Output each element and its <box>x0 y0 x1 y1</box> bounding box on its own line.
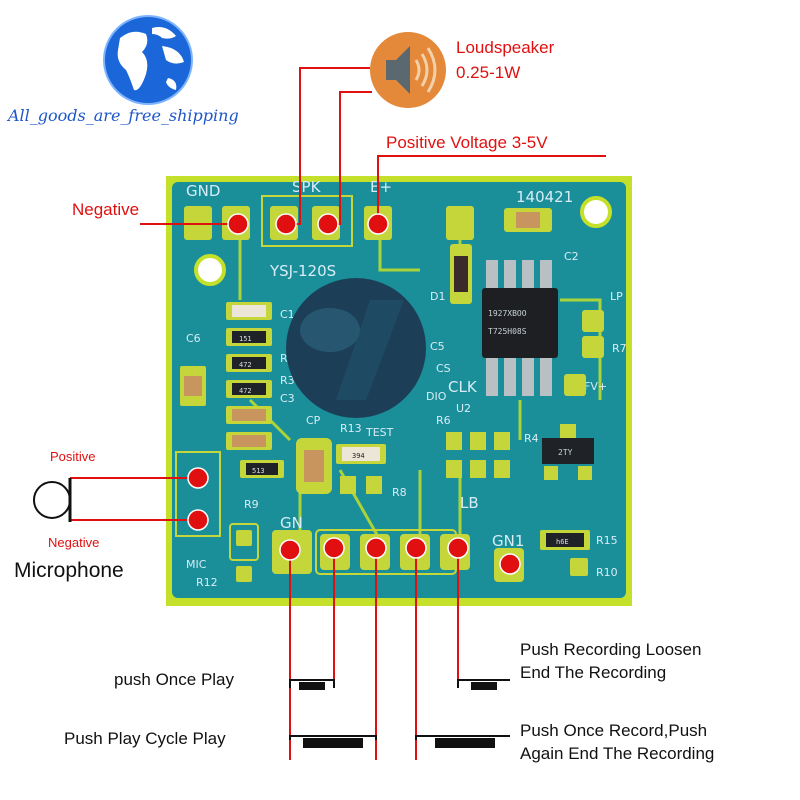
silk-r9: R9 <box>244 498 259 511</box>
silk-cs: CS <box>436 362 451 375</box>
push-switch-recording <box>457 679 510 690</box>
silk-spk: SPK <box>292 178 322 196</box>
push-recording-label-2: End The Recording <box>520 663 666 682</box>
mounting-hole <box>580 196 612 228</box>
mic-positive-label: Positive <box>50 449 96 464</box>
silk-c5: C5 <box>430 340 445 353</box>
silk-test: TEST <box>365 426 394 439</box>
smd-151: 151 <box>239 335 252 343</box>
globe-logo-icon <box>103 15 193 105</box>
smd-394: 394 <box>352 452 365 460</box>
silk-lb: LB <box>460 494 479 512</box>
silk-gn1: GN1 <box>492 532 524 550</box>
positive-voltage-label: Positive Voltage 3-5V <box>386 133 548 152</box>
diode <box>450 244 472 304</box>
logo-text: All_goods_are_free_shipping <box>6 106 239 125</box>
right-pads: h6E <box>540 310 604 576</box>
ic-chip: 1927XBOO T725H08S <box>482 260 558 396</box>
push-switch-once-play <box>289 679 335 690</box>
smd-resistor-column: 151 472 472 <box>180 302 272 450</box>
silk-lp: LP <box>610 290 623 303</box>
loudspeaker-icon <box>370 32 446 108</box>
chip-marking-1: 1927XBOO <box>488 309 527 318</box>
smd-472a: 472 <box>239 361 252 369</box>
silk-r7: R7 <box>612 342 627 355</box>
silk-mic: MIC <box>186 558 207 571</box>
push-recording-label-1: Push Recording Loosen <box>520 640 701 659</box>
negative-label: Negative <box>72 200 139 219</box>
silk-r3: R3 <box>280 374 295 387</box>
mounting-hole <box>194 254 226 286</box>
smd-lower-group: 513 394 <box>240 432 510 494</box>
microphone-label: Microphone <box>14 559 124 582</box>
silk-fv-plus: FV+ <box>584 380 607 393</box>
connection-dots <box>187 213 521 575</box>
silk-r4: R4 <box>524 432 539 445</box>
push-switch-cycle-play <box>289 735 377 748</box>
push-once-play-label: push Once Play <box>114 670 235 689</box>
mic-pads <box>175 451 259 582</box>
silk-r8: R8 <box>392 486 407 499</box>
silk-r12: R12 <box>196 576 218 589</box>
transistor-marking: 2TY <box>558 448 573 457</box>
epoxy-chip-blob <box>286 278 426 418</box>
silk-clk: CLK <box>448 378 478 396</box>
silk-r15: R15 <box>596 534 618 547</box>
silk-c3: C3 <box>280 392 295 405</box>
silk-gn: GN <box>280 514 303 532</box>
push-once-record-label-2: Again End The Recording <box>520 744 714 763</box>
silk-c6: C6 <box>186 332 201 345</box>
microphone-icon <box>33 478 72 522</box>
push-switch-once-record <box>415 735 510 748</box>
silk-c2: C2 <box>564 250 579 263</box>
smd-h6e: h6E <box>556 538 569 546</box>
silk-gnd: GND <box>186 182 220 200</box>
silk-r6: R6 <box>436 414 451 427</box>
silk-dio: DIO <box>426 390 447 403</box>
silk-c1: C1 <box>280 308 295 321</box>
silk-cp: CP <box>306 414 321 427</box>
transistor: 2TY <box>542 424 594 480</box>
chip-marking-2: T725H08S <box>488 327 527 336</box>
push-play-cycle-label: Push Play Cycle Play <box>64 729 226 748</box>
push-once-record-label-1: Push Once Record,Push <box>520 721 707 740</box>
loudspeaker-label: Loudspeaker <box>456 38 555 57</box>
silk-d1: D1 <box>430 290 445 303</box>
silk-board-code: 140421 <box>516 188 573 206</box>
loudspeaker-power-label: 0.25-1W <box>456 63 520 82</box>
silk-e-plus: E+ <box>370 178 392 196</box>
silk-r13: R13 <box>340 422 362 435</box>
silk-model: YSJ-120S <box>269 262 336 280</box>
smd-472b: 472 <box>239 387 252 395</box>
silk-r10: R10 <box>596 566 618 579</box>
smd-513: 513 <box>252 467 265 475</box>
mic-negative-label: Negative <box>48 535 99 550</box>
silk-u2: U2 <box>456 402 471 415</box>
